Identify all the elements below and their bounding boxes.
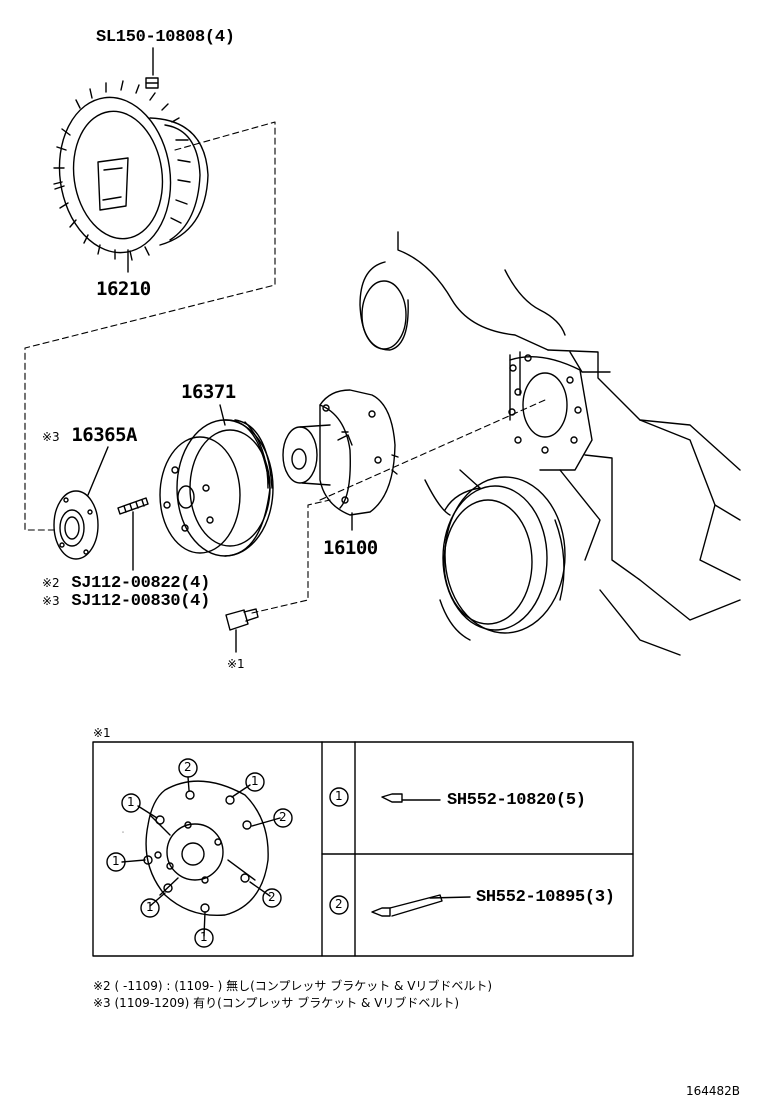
bolt-callout-upper-right: 1 [251, 774, 259, 788]
stud-b-mark: ※3 [42, 594, 60, 608]
row-2-part-label[interactable]: SH552-10895(3) [476, 888, 615, 907]
row-1-index: 1 [335, 789, 343, 803]
bolt-pattern-drawing [106, 758, 293, 948]
water-pump-label[interactable]: 16100 [323, 537, 378, 559]
bolt-callout-lower-right: 2 [268, 890, 276, 904]
pump-bolt-drawing [225, 608, 259, 653]
stud-b-row: ※3 SJ112-00830(4) [42, 590, 210, 611]
pulley-drawing [159, 404, 274, 557]
spacer-label-row: ※3 16365A [42, 424, 137, 446]
bolt-callout-left: 1 [112, 854, 120, 868]
pulley-label[interactable]: 16371 [181, 381, 236, 403]
stud-a-row: ※2 SJ112-00822(4) [42, 572, 210, 593]
fan-clutch-bolt-label[interactable]: SL150-10808(4) [96, 28, 235, 47]
detail-heading-mark: ※1 [93, 726, 111, 740]
stud-b-label[interactable]: SJ112-00830(4) [71, 592, 210, 611]
spacer-label[interactable]: 16365A [71, 424, 137, 446]
row-1-part-label[interactable]: SH552-10820(5) [447, 791, 586, 810]
spacer-drawing [53, 446, 109, 560]
stud-drawing [117, 497, 149, 571]
footnote-2: ※2 ( -1109) : (1109- ) 無し(コンプレッサ ブラケット &… [93, 979, 493, 993]
bolt-callout-bottom: 1 [200, 930, 208, 944]
bolt-callout-top: 2 [184, 760, 192, 774]
footnote-3: ※3 (1109-1209) 有り(コンプレッサ ブラケット & Vリブドベルト… [93, 996, 460, 1010]
bolt-callout-right: 2 [279, 810, 287, 824]
engine-block-drawing [359, 231, 741, 656]
row-2-index: 2 [335, 897, 343, 911]
stud-a-mark: ※2 [42, 576, 60, 590]
fan-clutch-label[interactable]: 16210 [96, 278, 151, 300]
spacer-note-mark: ※3 [42, 430, 60, 444]
water-pump-drawing [282, 389, 399, 531]
dashed-assembly-lines [24, 121, 546, 614]
bolt-callout-upper-left: 1 [127, 795, 135, 809]
fan-clutch-drawing [53, 47, 209, 273]
stud-a-label[interactable]: SJ112-00822(4) [71, 574, 210, 593]
bolt-callout-lower-left: 1 [146, 900, 154, 914]
detail-table [92, 741, 634, 957]
figure-id: 164482B [686, 1084, 741, 1098]
bolt-ref-mark: ※1 [227, 657, 245, 671]
